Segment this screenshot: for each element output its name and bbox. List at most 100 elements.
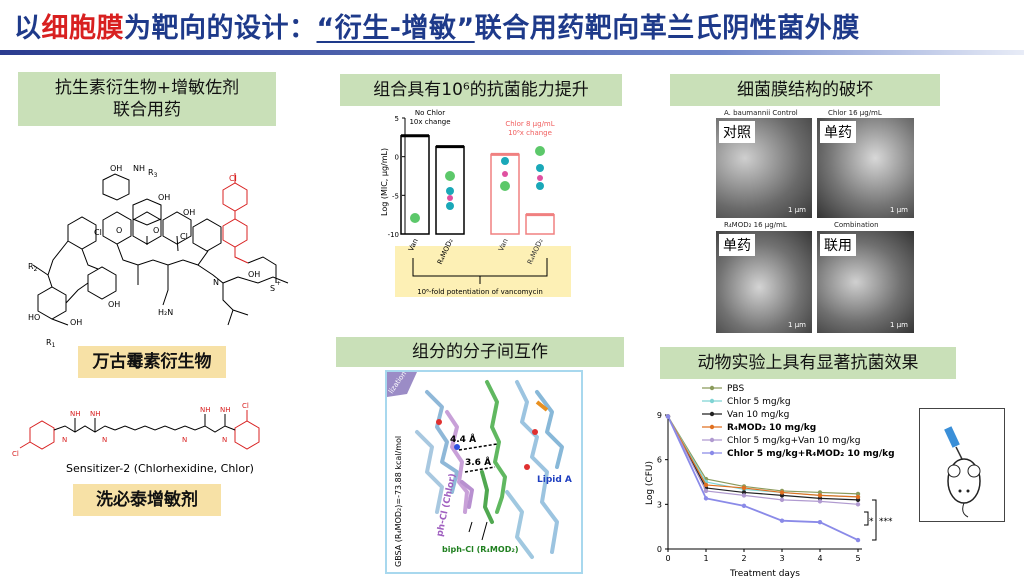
chem-label: NH: [90, 410, 101, 418]
chem-label: Cl: [242, 402, 249, 410]
chlor-change-label: 10⁶x change: [508, 129, 552, 137]
svg-text:R3: R3: [148, 168, 158, 179]
scale-bar: 1 μm: [890, 321, 908, 329]
sem-tag: 单药: [820, 121, 856, 143]
chem-label: N: [213, 278, 219, 287]
no-chlor-change-label: 10x change: [409, 118, 450, 126]
series-line: [667, 416, 859, 501]
distance-line-1: [458, 443, 498, 451]
animal-header: 动物实验上具有显著抗菌效果: [660, 347, 956, 379]
lipid-a-label: Lipid A: [537, 475, 572, 485]
chem-label: S: [270, 284, 275, 293]
hex-molecule-icon: [446, 202, 454, 210]
vancomycin-derivative-structure: OH NH R3 OH OH O O Cl Cl R2 H₂N OH S + N…: [28, 165, 289, 349]
chem-label: OH: [158, 193, 170, 202]
significance-marker: ***: [879, 517, 893, 527]
membrane-header: 细菌膜结构的破坏: [670, 74, 940, 106]
chem-label: H₂N: [158, 308, 173, 317]
title-part: 以: [14, 13, 42, 44]
y-tick-label: 5: [395, 115, 399, 123]
vancomycin-derivative-label: 万古霉素衍生物: [78, 346, 226, 378]
title-highlight: 细胞膜: [41, 13, 124, 44]
series-line: [667, 416, 859, 541]
data-point: [703, 488, 709, 494]
data-point: [817, 499, 823, 504]
mic-bar: [525, 213, 555, 235]
chem-label: N: [102, 436, 107, 444]
title-underlined: “衍生-增敏”: [316, 13, 475, 44]
chem-label: OH: [110, 165, 122, 173]
interaction-header: 组分的分子间互作: [336, 337, 624, 367]
scale-bar: 1 μm: [788, 206, 806, 214]
x-tick-label: 0: [665, 554, 670, 563]
chem-label: N: [222, 436, 227, 444]
chem-label: NH: [70, 410, 81, 418]
series-line: [667, 416, 859, 498]
data-point: [779, 490, 785, 495]
chem-label: Cl: [94, 228, 102, 237]
chem-label: Cl: [229, 174, 237, 183]
sem-image-r4mod2: 单药 1 μm: [716, 231, 812, 333]
syringe-icon: [944, 426, 960, 448]
y-axis-label: Log (MIC, μg/mL): [380, 148, 389, 216]
y-tick-label: 9: [657, 411, 662, 420]
data-point: [741, 493, 747, 498]
chem-label: 2: [34, 266, 38, 273]
sem-image-chlor: 单药 1 μm: [817, 118, 914, 218]
sem-tag: 单药: [719, 234, 755, 256]
chem-label: N: [62, 436, 67, 444]
phosphate: [535, 400, 549, 412]
molecule-icon: [445, 171, 455, 181]
svg-text:R1: R1: [46, 338, 56, 349]
scale-bar: 1 μm: [890, 206, 908, 214]
significance-marker: *: [869, 517, 874, 527]
sensitizer-name: Sensitizer-2 (Chlorhexidine, Chlor): [66, 462, 254, 475]
distance-label: 3.6 Å: [465, 457, 491, 468]
data-point: [855, 502, 861, 507]
data-point: [779, 518, 785, 523]
hex-molecule-icon: [536, 182, 544, 190]
data-point: [665, 414, 671, 419]
y-tick-label: 6: [657, 456, 662, 465]
data-point: [855, 537, 861, 543]
hex-molecule-icon: [501, 157, 509, 165]
legend-label: Van 10 mg/kg: [727, 410, 789, 420]
title-part: 为靶向的设计：: [124, 13, 317, 44]
legend-label: Chlor 5 mg/kg: [727, 397, 791, 407]
chem-label: OH: [108, 300, 120, 309]
sem-caption: Combination: [834, 221, 879, 229]
molecule-icon: [410, 213, 420, 223]
sem-grid: A. baumannii Control Chlor 16 μg/mL 对照 1…: [716, 109, 916, 335]
sem-caption: Chlor 16 μg/mL: [828, 109, 882, 117]
sem-caption: A. baumannii Control: [724, 109, 798, 117]
chem-label: NH: [220, 406, 231, 414]
molecule-icon: [535, 146, 545, 156]
y-tick-label: -10: [388, 231, 399, 239]
left-header-line: 抗生素衍生物+增敏佐剂: [54, 78, 240, 98]
y-tick-label: 0: [657, 545, 662, 554]
page-title: 以细胞膜为靶向的设计：“衍生-增敏”联合用药靶向革兰氏阴性菌外膜: [14, 6, 860, 45]
x-tick-label: 5: [855, 554, 860, 563]
chem-label: R: [28, 262, 34, 271]
sem-image-control: 对照 1 μm: [716, 118, 812, 218]
x-axis-label: Treatment days: [729, 569, 800, 579]
data-point: [703, 482, 709, 488]
legend-label: Chlor 5 mg/kg+R₄MOD₂ 10 mg/kg: [727, 449, 895, 459]
x-tick-label: 2: [741, 554, 746, 563]
sensitizer-label: 洗必泰增敏剂: [73, 484, 221, 516]
legend-marker: [709, 398, 715, 404]
linker-icon: [502, 171, 508, 177]
y-tick-label: 3: [657, 500, 662, 509]
linker-icon: [537, 175, 543, 181]
chem-label: OH: [70, 318, 82, 327]
legend-marker: [709, 411, 715, 417]
sem-tag: 对照: [719, 121, 755, 143]
mic-bar: [490, 153, 520, 235]
hex-molecule-icon: [446, 187, 454, 195]
left-header: 抗生素衍生物+增敏佐剂 联合用药: [18, 72, 276, 126]
title-divider: [0, 50, 1024, 55]
potentiation-bracket: [412, 258, 548, 284]
y-axis-label: Log (CFU): [645, 461, 655, 505]
chem-label: NH: [200, 406, 211, 414]
